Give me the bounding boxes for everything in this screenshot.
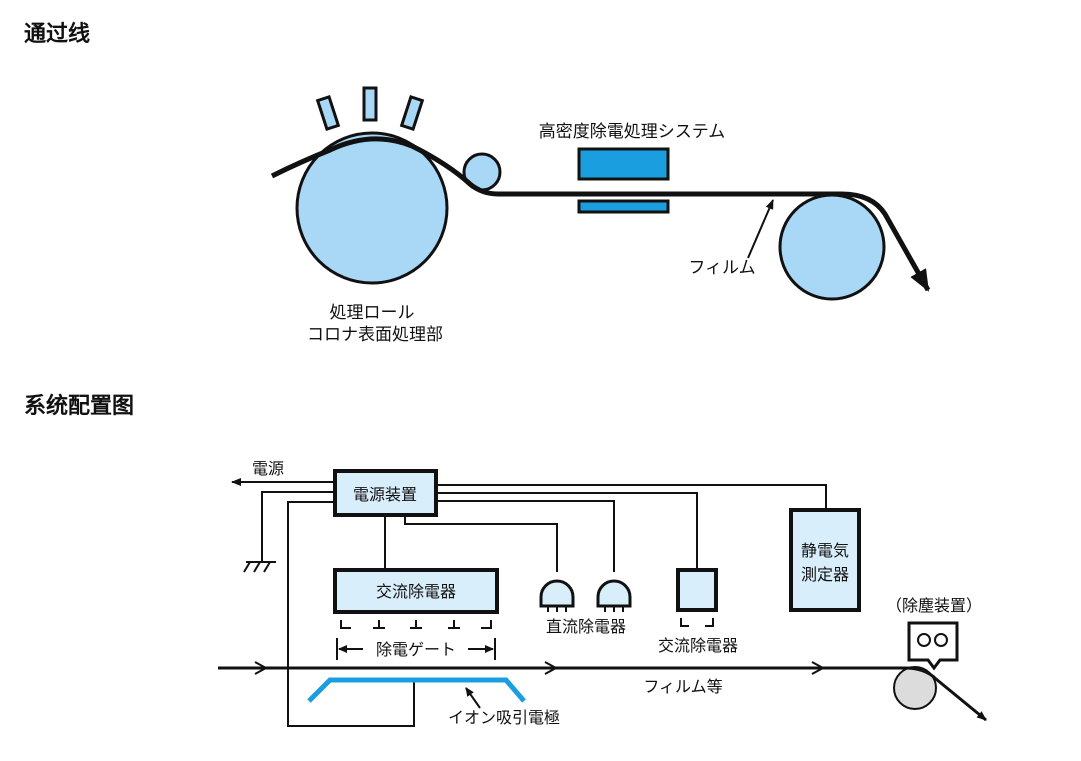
static-meter-line2: 測定器	[801, 565, 849, 584]
small-ac-emitter-left	[680, 618, 689, 627]
neutralizer-system-label: 高密度除電処理システム	[539, 122, 726, 142]
film-label-bottom: フィルム等	[643, 677, 722, 696]
dc-eliminator-right	[596, 579, 632, 612]
film-flow-arrow-3	[811, 661, 826, 675]
dust-removal-label: （除塵装置）	[886, 596, 982, 615]
ac-eliminator-label: 交流除電器	[376, 582, 456, 601]
neutralizer-upper-unit	[577, 147, 670, 181]
meter-wire	[436, 484, 827, 510]
dust-nozzle-left-icon	[917, 633, 931, 647]
corona-electrodes	[315, 86, 425, 132]
small-ac-wire	[436, 492, 698, 570]
small-ac-emitter-right	[705, 618, 714, 627]
ground-icon	[243, 561, 276, 573]
neutralizer-lower-unit	[577, 199, 670, 214]
small-ac-eliminator-label: 交流除電器	[658, 636, 738, 655]
gate-label: 除電ゲート	[376, 640, 456, 659]
dc-eliminator-left	[539, 579, 575, 612]
corona-electrode-right	[399, 94, 425, 132]
dc-eliminator-label: 直流除電器	[546, 617, 626, 636]
static-meter-box	[789, 508, 861, 612]
corona-electrode-center	[362, 86, 378, 122]
film-pointer	[747, 199, 774, 259]
pass-line-diagram: 高密度除電処理システム フィルム 処理ロール コロナ表面処理部	[270, 86, 931, 345]
dc-eliminator-wire-left	[404, 515, 558, 572]
static-meter-line1: 静電気	[801, 541, 849, 560]
film-line	[218, 666, 987, 722]
ac-eliminator-emitters	[340, 620, 492, 629]
small-ac-eliminator-box	[676, 568, 718, 612]
roll-label-line1: 処理ロール	[330, 303, 415, 323]
roll-label-line2: コロナ表面処理部	[307, 325, 443, 345]
film-flow-arrow-1	[254, 661, 269, 675]
film-path	[270, 136, 931, 292]
corona-electrode-left	[315, 94, 341, 132]
dust-removal-box	[907, 621, 959, 671]
film-flow-arrow-2	[544, 661, 559, 675]
ground-wire	[261, 491, 335, 562]
dc-eliminator-wire-right	[436, 500, 615, 572]
treatment-roll	[295, 131, 449, 285]
electrode-wire	[287, 501, 415, 727]
ion-attraction-electrode	[307, 677, 526, 703]
power-label: 電源	[252, 459, 284, 478]
electrode-label: イオン吸引電極	[448, 708, 560, 727]
take-up-roll	[778, 193, 886, 301]
film-label: フィルム	[688, 258, 755, 278]
section-title-system-config: 系统配置图	[24, 394, 135, 419]
ac-eliminator-box	[333, 568, 499, 614]
dust-nozzle-right-icon	[934, 633, 948, 647]
electrode-pointer	[465, 687, 481, 709]
dust-roller	[893, 666, 937, 710]
section-title-pass-line: 通过线	[24, 22, 91, 47]
power-unit-label: 電源装置	[353, 485, 417, 504]
system-config-diagram: 電源 電源装置 交流除電器	[218, 459, 987, 727]
